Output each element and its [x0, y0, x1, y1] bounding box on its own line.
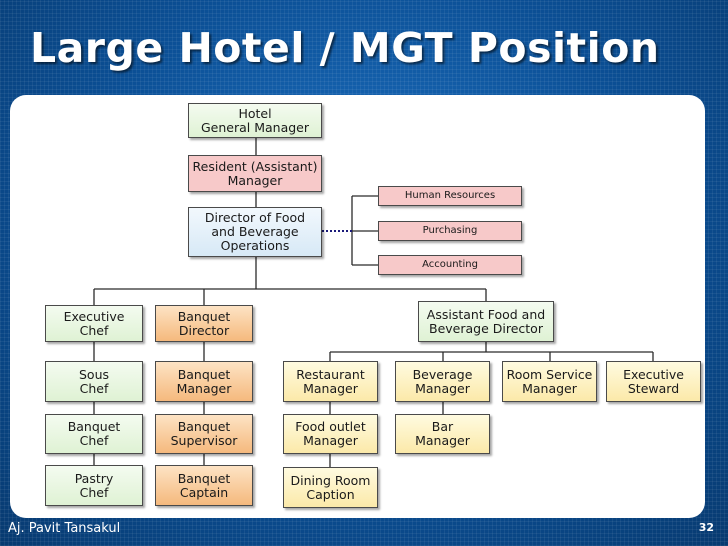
node-resident-manager: Resident (Assistant) Manager: [188, 155, 322, 192]
node-banquet-manager: Banquet Manager: [155, 361, 253, 402]
node-executive-steward: Executive Steward: [606, 361, 701, 402]
node-bar-manager: Bar Manager: [395, 414, 490, 454]
node-beverage-manager: Beverage Manager: [395, 361, 490, 402]
node-sous-chef: Sous Chef: [45, 361, 143, 402]
node-fb-director: Director of Food and Beverage Operations: [188, 207, 322, 257]
page-number: 32: [698, 521, 714, 534]
node-general-manager: Hotel General Manager: [188, 103, 322, 138]
node-executive-chef: Executive Chef: [45, 305, 143, 342]
author-footer: Aj. Pavit Tansakul: [8, 521, 121, 536]
node-banquet-chef: Banquet Chef: [45, 414, 143, 454]
node-room-service-manager: Room Service Manager: [502, 361, 597, 402]
node-food-outlet-manager: Food outlet Manager: [283, 414, 378, 454]
node-banquet-supervisor: Banquet Supervisor: [155, 414, 253, 454]
node-accounting: Accounting: [378, 255, 522, 275]
node-banquet-captain: Banquet Captain: [155, 465, 253, 506]
node-pastry-chef: Pastry Chef: [45, 465, 143, 506]
node-human-resources: Human Resources: [378, 186, 522, 206]
node-banquet-director: Banquet Director: [155, 305, 253, 342]
node-dining-room-caption: Dining Room Caption: [283, 467, 378, 508]
slide-title: Large Hotel / MGT Position: [30, 24, 660, 72]
node-purchasing: Purchasing: [378, 221, 522, 241]
node-restaurant-manager: Restaurant Manager: [283, 361, 378, 402]
node-assistant-fb-director: Assistant Food and Beverage Director: [418, 301, 554, 342]
